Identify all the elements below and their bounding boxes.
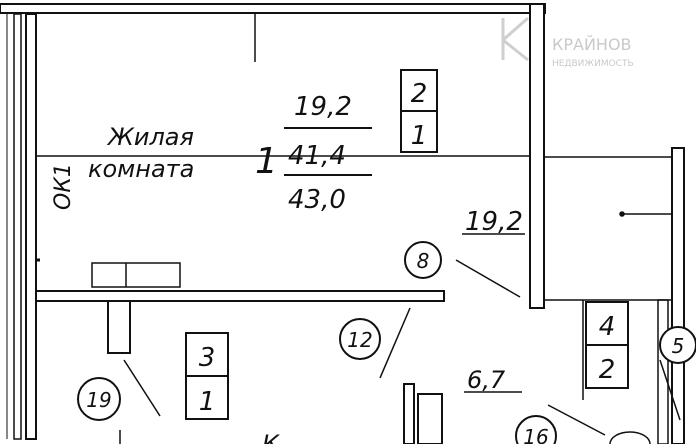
callout-19: 19	[77, 377, 121, 421]
area-right: 19,2	[465, 207, 523, 237]
partial-circle	[609, 431, 651, 444]
watermark: КРАЙНОВ НЕДВИЖИМОСТЬ	[501, 16, 634, 69]
box-right-numerator: 4	[599, 312, 616, 342]
leader-12	[379, 307, 411, 379]
box-top: 2 1	[400, 69, 438, 153]
box-top-numerator: 2	[411, 79, 428, 109]
right-wall	[529, 3, 545, 309]
callout-8: 8	[404, 241, 442, 279]
area-middle: 41,4	[288, 141, 346, 171]
box-top-denominator: 1	[411, 121, 428, 151]
inner-partition	[35, 290, 445, 302]
callout-5-number: 5	[672, 334, 685, 358]
box-center-numerator: 3	[199, 343, 216, 373]
watermark-brand: КРАЙНОВ	[552, 35, 632, 54]
top-wall	[0, 3, 546, 14]
callout-19-circle	[77, 377, 121, 421]
column	[107, 300, 131, 354]
callout-16: 16	[515, 415, 557, 444]
callout-19-number: 19	[86, 388, 111, 412]
callout-12-circle	[339, 318, 381, 360]
right-inner-wall	[657, 299, 669, 444]
callout-8-circle	[404, 241, 442, 279]
bottom-partial-label: К	[262, 430, 280, 444]
left-wall-outer	[13, 13, 22, 440]
leader-dot	[619, 211, 625, 217]
callout-5: 5	[659, 326, 696, 364]
left-wall	[25, 13, 37, 440]
callout-5-circle	[659, 326, 696, 364]
callout-16-circle	[515, 415, 557, 444]
leader-16	[547, 404, 606, 436]
leader-19	[123, 359, 161, 417]
callout-16-number: 16	[523, 425, 548, 444]
box-center-denominator: 1	[199, 387, 216, 417]
leader-8	[455, 259, 521, 298]
right-outer-wall	[671, 147, 685, 444]
area-total: 43,0	[288, 185, 346, 215]
leader-5	[659, 359, 681, 421]
area-fraction: 1 19,2 41,4 43,0	[255, 92, 372, 215]
bottom-wall-stub	[403, 383, 415, 444]
window-label: ОК1	[51, 163, 76, 210]
bottom-niche	[417, 393, 443, 444]
area-living: 19,2	[294, 92, 352, 122]
box-right: 4 2	[585, 301, 629, 389]
callout-8-number: 8	[417, 249, 430, 273]
room-label-line1: Жилая	[106, 123, 194, 151]
box-right-denominator: 2	[599, 355, 616, 385]
watermark-tagline: НЕДВИЖИМОСТЬ	[552, 59, 634, 69]
room-label: Жилая комната	[88, 123, 194, 183]
box-center: 3 1	[185, 332, 229, 420]
callout-12: 12	[339, 318, 381, 360]
room-label-line2: комната	[88, 155, 194, 183]
watermark-logo-icon	[501, 16, 529, 62]
callout-12-number: 12	[347, 328, 372, 352]
plan-lines	[36, 14, 681, 444]
area-bottom: 6,7	[467, 366, 506, 394]
radiator	[91, 262, 181, 288]
walls	[0, 3, 685, 444]
room-index: 1	[255, 141, 278, 182]
